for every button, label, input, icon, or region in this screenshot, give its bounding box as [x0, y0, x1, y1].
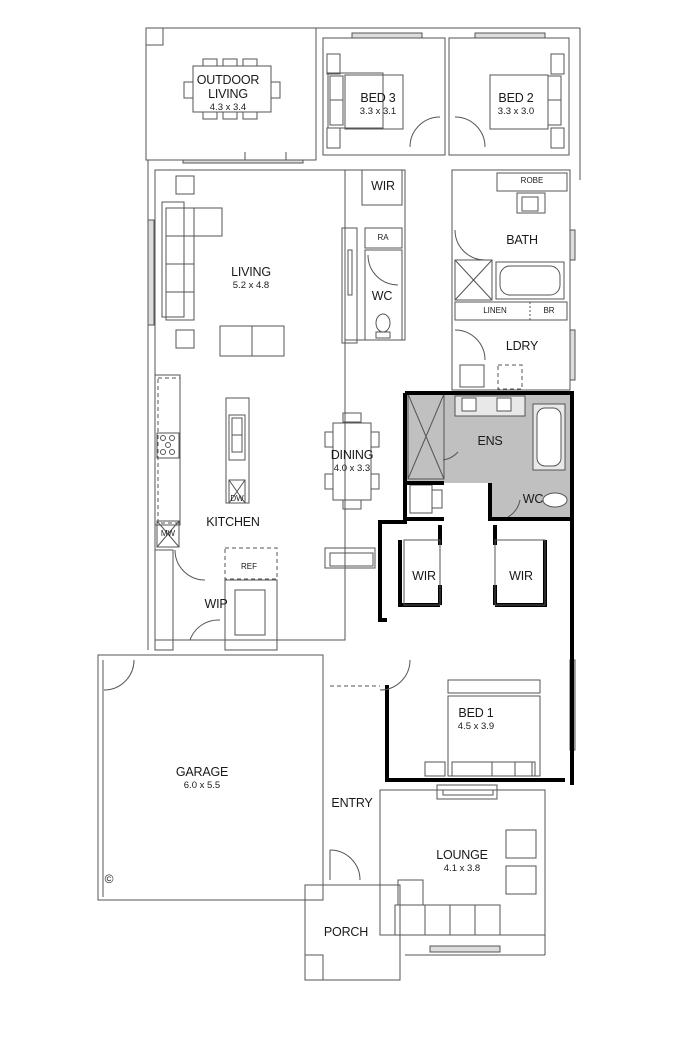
room-label-wir-left: WIR: [412, 569, 436, 583]
room-label-dining: DINING 4.0 x 3.3: [330, 448, 374, 474]
room-label-br: BR: [543, 306, 555, 315]
room-label-robe: ROBE: [520, 176, 544, 185]
copyright-symbol: ©: [104, 872, 114, 886]
room-label-mw: MW: [160, 529, 176, 538]
room-label-lounge: LOUNGE 4.1 x 3.8: [436, 848, 488, 874]
room-label-bed-3: BED 3 3.3 x 3.1: [359, 91, 397, 117]
cooktop: [156, 432, 180, 459]
room-label-ldry: LDRY: [505, 339, 539, 353]
room-label-ra: RA: [377, 233, 389, 242]
room-label-bed-2: BED 2 3.3 x 3.0: [497, 91, 535, 117]
room-label-linen: LINEN: [483, 306, 507, 315]
lounge-sofa: [394, 904, 501, 936]
room-label-bed-1: BED 1 4.5 x 3.9: [457, 706, 495, 732]
porch-area: [304, 884, 401, 981]
room-label-wir-right: WIR: [509, 569, 533, 583]
room-label-wc-ens: WC: [522, 492, 544, 506]
room-label-ens: ENS: [477, 434, 503, 448]
robe: [496, 172, 568, 192]
room-label-porch: PORCH: [323, 925, 369, 939]
room-label-entry: ENTRY: [331, 796, 373, 810]
room-label-dw: DW: [230, 494, 244, 503]
room-label-living: LIVING 5.2 x 4.8: [231, 265, 271, 291]
room-label-bath: BATH: [506, 233, 538, 247]
room-label-ref: REF: [241, 562, 257, 571]
room-label-wir-bed3: WIR: [371, 179, 395, 193]
room-label-outdoor-living: OUTDOOR LIVING 4.3 x 3.4: [196, 73, 260, 113]
room-label-wc-main: WC: [371, 289, 393, 303]
room-label-wip: WIP: [204, 597, 228, 611]
bathtub: [495, 261, 565, 300]
room-label-kitchen: KITCHEN: [206, 515, 260, 529]
column: [145, 27, 164, 46]
room-label-garage: GARAGE 6.0 x 5.5: [175, 765, 229, 791]
